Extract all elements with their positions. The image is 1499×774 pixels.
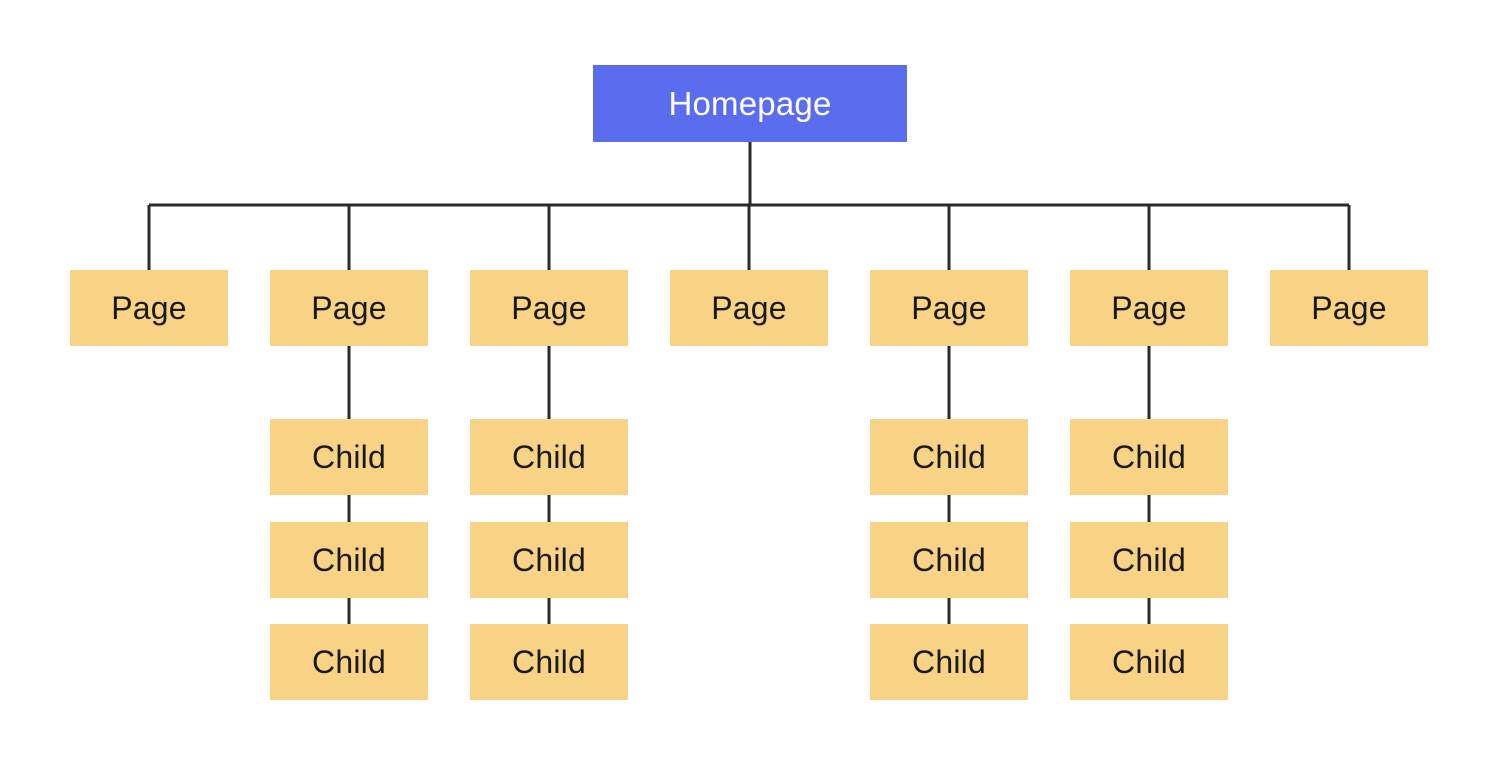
node-page-6-label: Page [1111, 290, 1187, 326]
node-page-5-label: Page [911, 290, 987, 326]
node-child-6-3-label: Child [1112, 644, 1186, 680]
node-page-2[interactable]: Page [270, 270, 428, 346]
node-homepage[interactable]: Homepage [593, 65, 907, 142]
node-page-6[interactable]: Page [1070, 270, 1228, 346]
node-page-2-label: Page [311, 290, 387, 326]
node-child-2-3-label: Child [312, 644, 386, 680]
node-child-5-3-label: Child [912, 644, 986, 680]
node-child-3-3-label: Child [512, 644, 586, 680]
node-page-7[interactable]: Page [1270, 270, 1428, 346]
node-page-3[interactable]: Page [470, 270, 628, 346]
node-page-4[interactable]: Page [670, 270, 828, 346]
node-page-7-label: Page [1311, 290, 1387, 326]
node-child-6-3[interactable]: Child [1070, 624, 1228, 700]
node-child-2-1[interactable]: Child [270, 419, 428, 495]
node-child-3-2[interactable]: Child [470, 522, 628, 598]
node-child-5-1[interactable]: Child [870, 419, 1028, 495]
node-child-3-2-label: Child [512, 542, 586, 578]
node-child-3-3[interactable]: Child [470, 624, 628, 700]
node-child-3-1[interactable]: Child [470, 419, 628, 495]
node-child-5-1-label: Child [912, 439, 986, 475]
node-child-2-2-label: Child [312, 542, 386, 578]
node-page-3-label: Page [511, 290, 587, 326]
node-child-2-3[interactable]: Child [270, 624, 428, 700]
node-page-1[interactable]: Page [70, 270, 228, 346]
node-child-6-2[interactable]: Child [1070, 522, 1228, 598]
node-child-3-1-label: Child [512, 439, 586, 475]
node-child-2-1-label: Child [312, 439, 386, 475]
node-page-1-label: Page [111, 290, 187, 326]
node-child-6-1-label: Child [1112, 439, 1186, 475]
node-child-6-2-label: Child [1112, 542, 1186, 578]
node-page-5[interactable]: Page [870, 270, 1028, 346]
node-homepage-label: Homepage [668, 85, 832, 122]
node-child-2-2[interactable]: Child [270, 522, 428, 598]
node-page-4-label: Page [711, 290, 787, 326]
node-child-5-2[interactable]: Child [870, 522, 1028, 598]
node-child-5-2-label: Child [912, 542, 986, 578]
node-child-5-3[interactable]: Child [870, 624, 1028, 700]
node-child-6-1[interactable]: Child [1070, 419, 1228, 495]
